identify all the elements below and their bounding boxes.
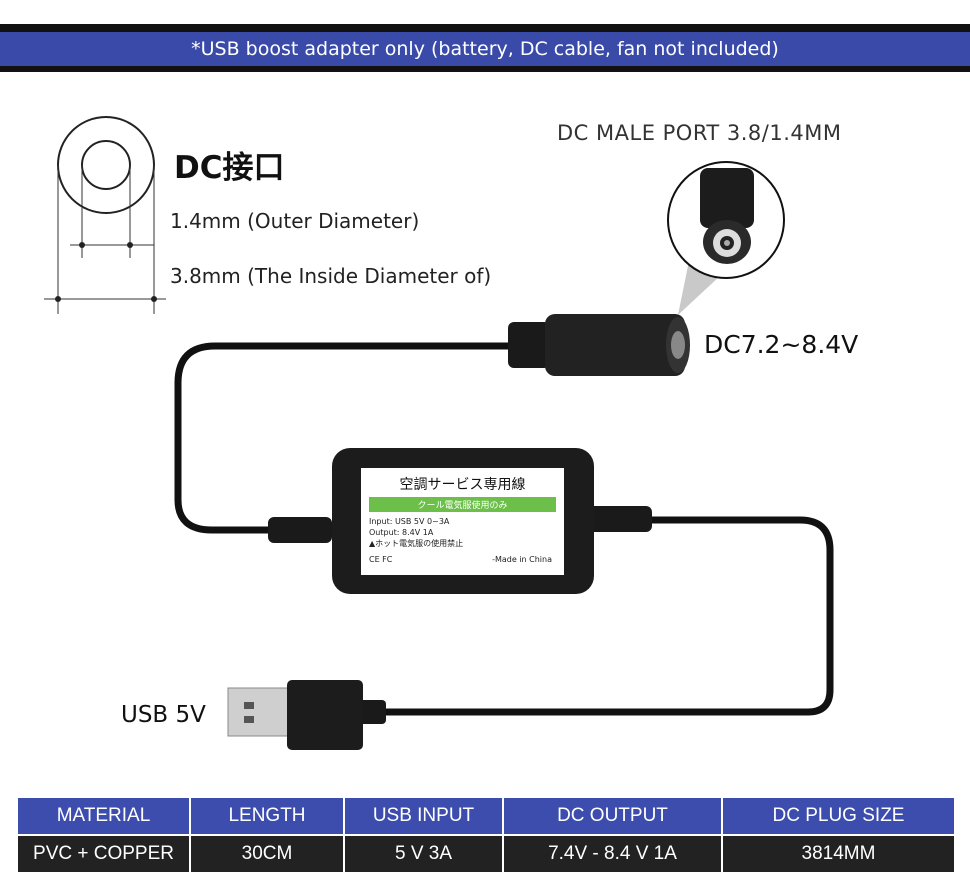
- spec-header: DC OUTPUT: [502, 796, 723, 836]
- cables: [174, 342, 834, 716]
- port-zoom-callout: [667, 161, 785, 315]
- usb-plug: [227, 680, 363, 750]
- spec-header: USB INPUT: [343, 796, 504, 836]
- certification-marks: CE FC: [369, 555, 393, 564]
- diagram-title: DC接口: [174, 150, 285, 186]
- banner-top-bar: [0, 24, 970, 32]
- outer-diameter-label: 1.4mm (Outer Diameter): [170, 209, 420, 233]
- strain-reliefs: [268, 506, 652, 724]
- adapter-label-warning: ▲ホット電気服の使用禁止: [369, 539, 464, 548]
- port-title: DC MALE PORT 3.8/1.4MM: [557, 121, 842, 145]
- adapter-label-output: Output: 8.4V 1A: [369, 528, 434, 537]
- adapter-label: 空調サービス専用線 クール電気服使用のみ Input: USB 5V 0~3A …: [361, 468, 564, 575]
- voltage-label: DC7.2~8.4V: [704, 330, 859, 359]
- inner-diameter-label: 3.8mm (The Inside Diameter of): [170, 264, 492, 288]
- spec-value-row: PVC + COPPER 30CM 5 V 3A 7.4V - 8.4 V 1A…: [16, 834, 956, 874]
- adapter-label-green-band: クール電気服使用のみ: [369, 497, 556, 512]
- spec-value: 3814MM: [721, 834, 956, 874]
- spec-value: 30CM: [189, 834, 345, 874]
- dc-jack-diagram: [44, 116, 166, 314]
- dc-plug: [508, 314, 690, 376]
- spec-table: MATERIAL LENGTH USB INPUT DC OUTPUT DC P…: [16, 796, 956, 874]
- spec-header-row: MATERIAL LENGTH USB INPUT DC OUTPUT DC P…: [16, 796, 956, 836]
- usb-label: USB 5V: [121, 702, 206, 728]
- spec-value: 7.4V - 8.4 V 1A: [502, 834, 723, 874]
- spec-header: MATERIAL: [16, 796, 191, 836]
- banner: *USB boost adapter only (battery, DC cab…: [0, 32, 970, 66]
- spec-value: 5 V 3A: [343, 834, 504, 874]
- spec-header: LENGTH: [189, 796, 345, 836]
- made-in-label: -Made in China: [492, 555, 552, 564]
- adapter-label-footer: CE FC -Made in China: [369, 555, 556, 564]
- adapter-label-title: 空調サービス専用線: [399, 477, 526, 493]
- spec-header: DC PLUG SIZE: [721, 796, 956, 836]
- adapter-label-input: Input: USB 5V 0~3A: [369, 517, 450, 526]
- spec-value: PVC + COPPER: [16, 834, 191, 874]
- banner-bottom-bar: [0, 66, 970, 72]
